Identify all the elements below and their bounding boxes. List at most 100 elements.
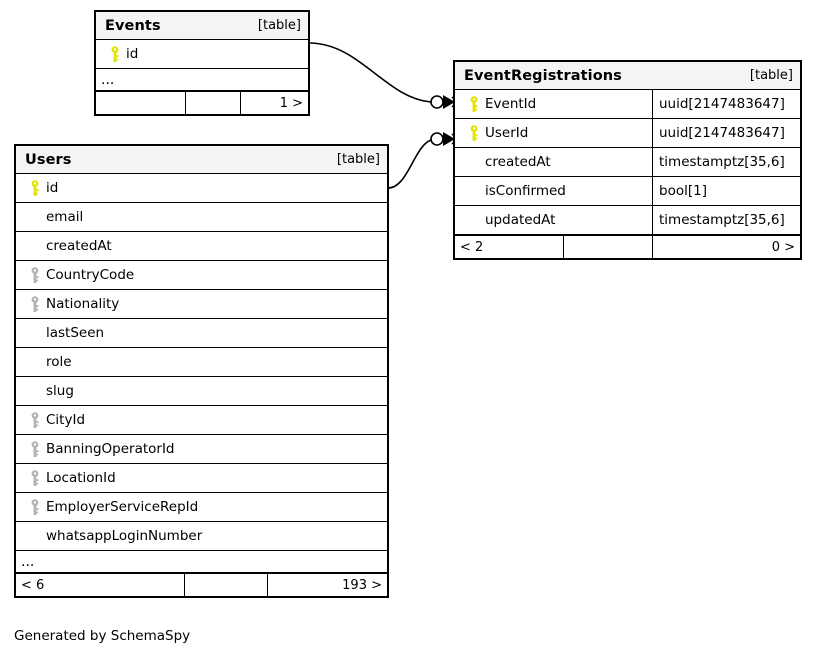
table-row[interactable]: whatsappLoginNumber (16, 522, 387, 551)
table-row[interactable]: createdAt (16, 232, 387, 261)
zero-cardinality-circle (430, 95, 444, 109)
table-users-tag: [table] (336, 152, 380, 167)
foreign-key-icon (24, 498, 46, 516)
primary-key-icon (24, 179, 46, 197)
table-events-footer: 1 > (96, 91, 308, 114)
column-cell: slug (16, 377, 387, 405)
column-cell: EmployerServiceRepId (16, 493, 387, 521)
footer-parents-count[interactable] (96, 92, 185, 114)
footer-middle (184, 574, 268, 596)
column-name: slug (46, 383, 74, 399)
table-row[interactable]: UserId uuid[2147483647] (455, 119, 800, 148)
table-row[interactable]: updatedAt timestamptz[35,6] (455, 206, 800, 235)
column-type-cell: uuid[2147483647] (652, 90, 800, 118)
column-name: LocationId (46, 470, 116, 486)
column-name: CountryCode (46, 267, 135, 283)
table-eventregistrations-header: EventRegistrations [table] (455, 62, 800, 90)
primary-key-icon (463, 124, 485, 142)
column-name: email (46, 209, 84, 225)
table-row[interactable]: id (16, 174, 387, 203)
column-name: isConfirmed (485, 183, 566, 199)
column-name: id (126, 46, 139, 62)
footer-middle (563, 236, 653, 258)
table-row[interactable]: role (16, 348, 387, 377)
table-row[interactable]: EventId uuid[2147483647] (455, 90, 800, 119)
ellipsis-label: ... (21, 553, 35, 570)
column-cell: isConfirmed (455, 177, 652, 205)
column-type-cell: timestamptz[35,6] (652, 148, 800, 176)
table-users[interactable]: Users [table] id emai (14, 144, 389, 598)
foreign-key-icon (24, 266, 46, 284)
table-row[interactable]: LocationId (16, 464, 387, 493)
column-cell: id (16, 174, 387, 202)
column-type: timestamptz[35,6] (659, 154, 785, 170)
more-columns-indicator: ... (96, 69, 308, 91)
column-cell: updatedAt (455, 206, 652, 234)
zero-cardinality-circle (430, 132, 444, 146)
footer-parents-count[interactable]: < 6 (21, 577, 45, 593)
table-row[interactable]: isConfirmed bool[1] (455, 177, 800, 206)
table-users-footer: < 6 193 > (16, 573, 387, 596)
more-columns-indicator: ... (16, 551, 387, 573)
column-type: uuid[2147483647] (659, 125, 785, 141)
column-cell: LocationId (16, 464, 387, 492)
table-row[interactable]: email (16, 203, 387, 232)
table-row[interactable]: CityId (16, 406, 387, 435)
footer-parents-count[interactable]: < 2 (460, 239, 484, 255)
relationship-events-eventregistrations (308, 42, 458, 109)
column-cell: whatsappLoginNumber (16, 522, 387, 550)
table-users-title: Users (25, 151, 72, 168)
footer-children-count[interactable]: 1 > (279, 95, 303, 111)
column-cell: BanningOperatorId (16, 435, 387, 463)
table-users-header: Users [table] (16, 146, 387, 174)
column-cell: Nationality (16, 290, 387, 318)
table-row[interactable]: lastSeen (16, 319, 387, 348)
column-cell: role (16, 348, 387, 376)
primary-key-icon (463, 95, 485, 113)
primary-key-icon (104, 45, 126, 63)
column-name: whatsappLoginNumber (46, 528, 203, 544)
column-type-cell: timestamptz[35,6] (652, 206, 800, 234)
column-name: BanningOperatorId (46, 441, 175, 457)
table-row[interactable]: slug (16, 377, 387, 406)
column-type: uuid[2147483647] (659, 96, 785, 112)
foreign-key-icon (24, 440, 46, 458)
table-events[interactable]: Events [table] id ... (94, 10, 310, 116)
column-cell: CountryCode (16, 261, 387, 289)
table-eventregistrations-title: EventRegistrations (464, 67, 622, 84)
footer-middle (185, 92, 241, 114)
table-row[interactable]: Nationality (16, 290, 387, 319)
table-row[interactable]: CountryCode (16, 261, 387, 290)
column-name: role (46, 354, 72, 370)
foreign-key-icon (24, 295, 46, 313)
table-eventregistrations-tag: [table] (749, 68, 793, 83)
column-cell: EventId (455, 90, 652, 118)
ellipsis-label: ... (101, 71, 115, 88)
table-eventregistrations[interactable]: EventRegistrations [table] EventId uuid[… (453, 60, 802, 260)
column-name: updatedAt (485, 212, 556, 228)
foreign-key-icon (24, 469, 46, 487)
column-name: createdAt (485, 154, 551, 170)
table-events-tag: [table] (257, 18, 301, 33)
column-cell: CityId (16, 406, 387, 434)
column-name: EmployerServiceRepId (46, 499, 199, 515)
column-type-cell: bool[1] (652, 177, 800, 205)
column-type: bool[1] (659, 183, 707, 199)
table-row[interactable]: BanningOperatorId (16, 435, 387, 464)
column-name: CityId (46, 412, 86, 428)
column-cell: createdAt (16, 232, 387, 260)
column-type-cell: uuid[2147483647] (652, 119, 800, 147)
table-row[interactable]: createdAt timestamptz[35,6] (455, 148, 800, 177)
column-name: createdAt (46, 238, 112, 254)
column-cell: email (16, 203, 387, 231)
table-events-header: Events [table] (96, 12, 308, 40)
column-name: EventId (485, 96, 537, 112)
table-row[interactable]: EmployerServiceRepId (16, 493, 387, 522)
foreign-key-icon (24, 411, 46, 429)
footer-children-count[interactable]: 193 > (342, 577, 382, 593)
column-type: timestamptz[35,6] (659, 212, 785, 228)
table-row[interactable]: id (96, 40, 308, 69)
table-eventregistrations-footer: < 2 0 > (455, 235, 800, 258)
column-name: lastSeen (46, 325, 105, 341)
footer-children-count[interactable]: 0 > (771, 239, 795, 255)
